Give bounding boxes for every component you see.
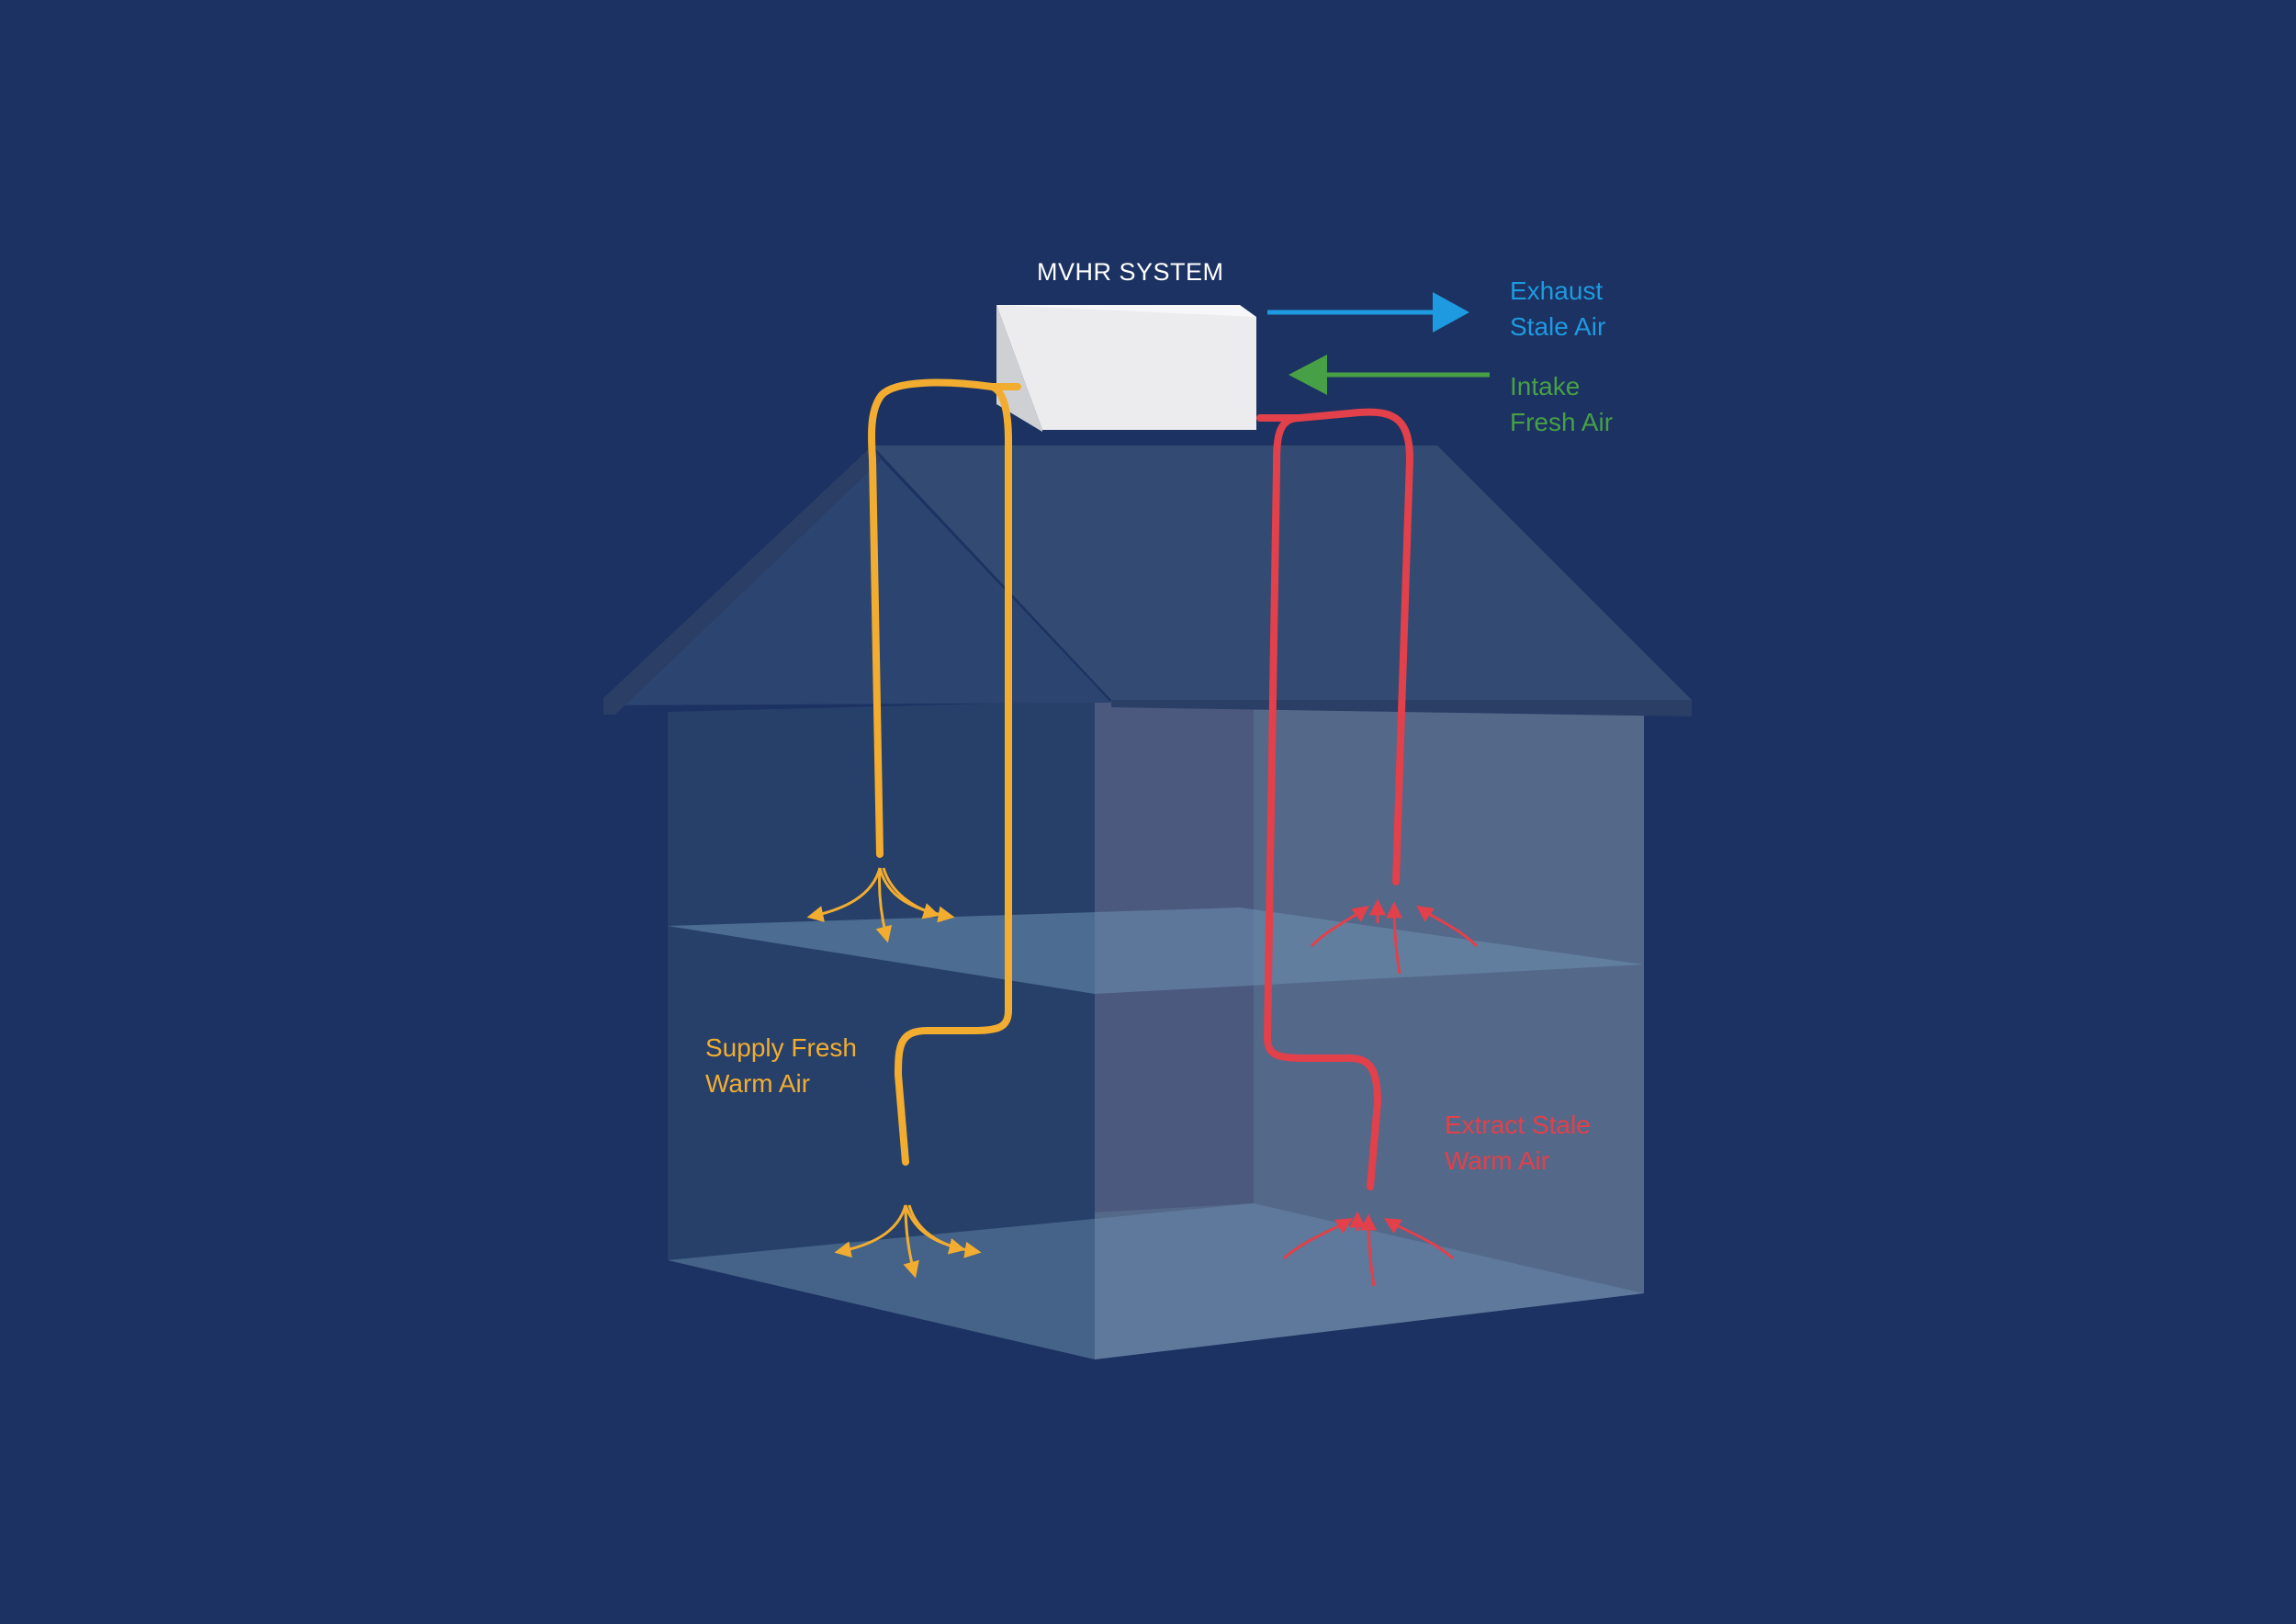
mvhr-unit <box>996 305 1256 432</box>
mvhr-unit-front <box>996 305 1256 430</box>
exhaust-label-line-1: Exhaust <box>1510 276 1604 305</box>
exhaust-arrow <box>1267 292 1469 333</box>
ground-floor-plane <box>668 1203 1644 1359</box>
extract-duct <box>1256 408 1414 1190</box>
supply-diffuser-upper <box>806 867 955 943</box>
house-front-wall <box>668 701 1095 1359</box>
exhaust-label: Exhaust Stale Air <box>1510 274 1605 344</box>
intake-label-line-2: Fresh Air <box>1510 407 1614 436</box>
extract-grille-lower <box>1282 1211 1455 1287</box>
mvhr-unit-left-face <box>996 305 1042 432</box>
intake-label-line-1: Intake <box>1510 372 1581 400</box>
extract-label: Extract Stale Warm Air <box>1445 1108 1591 1179</box>
supply-label: Supply Fresh Warm Air <box>705 1031 857 1101</box>
house-roof-eave-left <box>603 445 882 715</box>
house-roof <box>872 445 1692 700</box>
extract-label-line-2: Warm Air <box>1445 1145 1550 1175</box>
intake-arrow <box>1289 355 1490 395</box>
supply-diffuser-lower <box>834 1204 982 1279</box>
exhaust-label-line-2: Stale Air <box>1510 311 1606 341</box>
supply-label-line-1: Supply Fresh <box>705 1033 857 1062</box>
mvhr-system-text: MVHR SYSTEM <box>1037 258 1224 286</box>
supply-label-line-2: Warm Air <box>705 1068 811 1098</box>
house-gable-face <box>603 450 1111 705</box>
supply-duct <box>868 378 1021 1166</box>
house <box>603 445 1692 1359</box>
extract-grille-upper <box>1310 898 1479 975</box>
intake-label: Intake Fresh Air <box>1510 369 1613 440</box>
mvhr-system-label: MVHR SYSTEM <box>1037 255 1224 289</box>
extract-label-line-1: Extract Stale <box>1445 1111 1591 1139</box>
